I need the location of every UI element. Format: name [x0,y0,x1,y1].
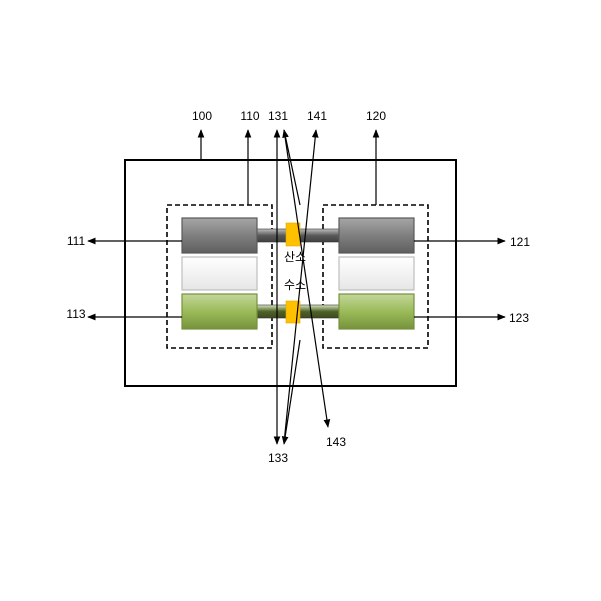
leader-133-tip [281,339,301,445]
ref-110: 110 [240,109,259,123]
ref-141: 141 [307,109,327,123]
ref-121: 121 [510,235,530,249]
ref-113: 113 [66,307,85,321]
ref-131: 131 [268,109,288,123]
leader-143 [283,129,331,428]
right-middle-white-block [338,256,415,291]
ref-143: 143 [326,435,346,449]
right-bottom-green-block [338,293,415,330]
ref-111: 111 [67,234,86,248]
oxygen-label: 산소 [284,250,306,264]
right-top-gray-block [338,217,415,254]
leader-131-tip [282,129,301,206]
left-bottom-green-block [181,293,258,330]
ref-120: 120 [366,109,386,123]
ref-123: 123 [509,311,529,325]
ref-100: 100 [192,109,212,123]
ref-133: 133 [268,451,288,465]
leader-141 [283,129,319,444]
left-module-frame [166,204,273,349]
left-top-gray-block [181,217,258,254]
hydrogen-label: 수소 [284,278,306,292]
left-middle-white-block [181,256,258,291]
